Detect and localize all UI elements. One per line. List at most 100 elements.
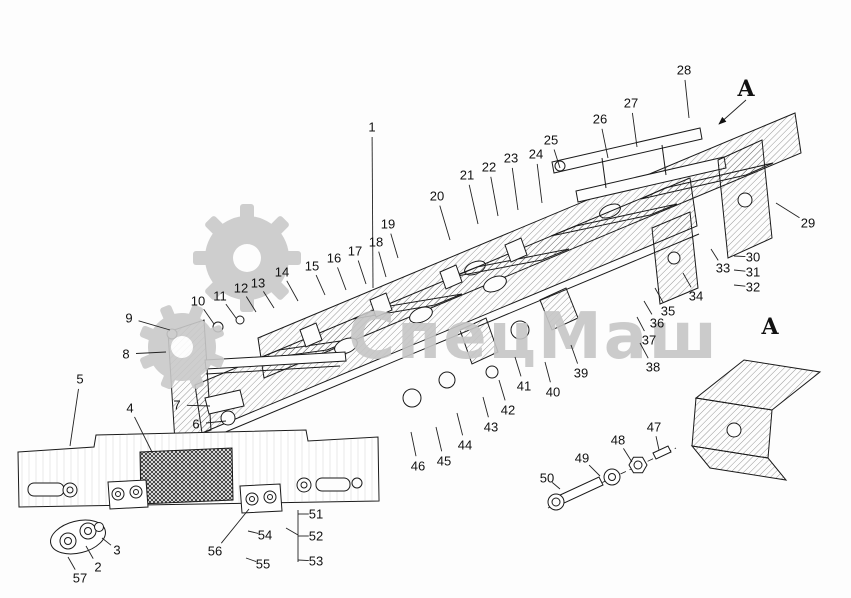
leader-line-27 (631, 112, 638, 148)
leader-line-50 (551, 482, 561, 490)
leader-line-5 (69, 388, 79, 447)
bumper-assembly (17, 429, 380, 555)
leader-line-26 (601, 128, 609, 159)
leader-line-49 (588, 464, 601, 477)
watermark-text: СпецМаш (348, 300, 719, 374)
leader-line-24 (536, 163, 543, 204)
callout-8: 8 (122, 346, 130, 362)
leader-line-18 (378, 251, 387, 278)
callout-52: 52 (308, 528, 324, 544)
gear-icon-small (139, 304, 225, 390)
callout-17: 17 (347, 243, 363, 259)
callout-19: 19 (380, 216, 396, 232)
callout-45: 45 (436, 453, 452, 469)
callout-5: 5 (76, 371, 84, 387)
callout-14: 14 (274, 264, 290, 280)
leader-line-53 (297, 559, 309, 562)
rear-crossmember (551, 127, 703, 174)
leader-line-54 (247, 530, 259, 534)
tow-bracket (204, 389, 245, 415)
leader-line-11 (225, 303, 237, 319)
callout-20: 20 (429, 188, 445, 204)
pin (652, 445, 672, 460)
callout-12: 12 (233, 280, 249, 296)
callout-27: 27 (623, 95, 639, 111)
leader-line-43 (482, 396, 489, 418)
callout-24: 24 (528, 146, 544, 162)
leader-line-14 (286, 280, 299, 302)
callout-31: 31 (745, 264, 761, 280)
view-a-arrow (718, 99, 747, 125)
callout-16: 16 (326, 250, 342, 266)
leader-line-35 (654, 287, 664, 303)
callout-21: 21 (459, 167, 475, 183)
callout-57: 57 (72, 570, 88, 586)
leader-line-23 (511, 167, 519, 211)
callout-56: 56 (207, 543, 223, 559)
callout-44: 44 (457, 437, 473, 453)
callout-33: 33 (715, 260, 731, 276)
callout-50: 50 (539, 470, 555, 486)
callout-4: 4 (126, 400, 134, 416)
leader-line-31 (733, 269, 746, 272)
callout-55: 55 (255, 556, 271, 572)
leader-line-13 (263, 291, 275, 309)
leader-line-28 (684, 79, 690, 119)
callout-51: 51 (308, 506, 324, 522)
leader-line-41 (514, 356, 522, 377)
callout-34: 34 (688, 288, 704, 304)
leader-line-56 (220, 508, 250, 544)
callout-43: 43 (483, 419, 499, 435)
leader-line-55 (245, 557, 257, 563)
callout-23: 23 (503, 150, 519, 166)
spring-bracket (459, 317, 499, 365)
callout-3: 3 (113, 542, 121, 558)
leader-line-15 (315, 274, 326, 296)
leader-line-21 (468, 184, 479, 225)
leader-line-25 (553, 149, 561, 169)
callout-41: 41 (516, 378, 532, 394)
callout-11: 11 (213, 288, 227, 304)
leader-line-37 (636, 316, 645, 332)
callout-10: 10 (190, 293, 206, 309)
leader-line-42 (498, 379, 506, 401)
callout-26: 26 (592, 111, 608, 127)
callout-15: 15 (304, 258, 320, 274)
callout-9: 9 (125, 310, 133, 326)
rail-bracket (504, 237, 528, 263)
leader-line-7 (186, 404, 211, 407)
leader-line-19 (390, 233, 399, 259)
leader-line-17 (357, 260, 367, 285)
callout-32: 32 (745, 279, 761, 295)
leader-line-12 (245, 296, 257, 313)
detail-bracket-view-a (690, 359, 822, 481)
leader-line-3 (101, 537, 112, 546)
bolt-assembly (547, 445, 677, 511)
leader-line-46 (410, 431, 417, 457)
callout-25: 25 (543, 132, 559, 148)
leader-line-39 (570, 344, 579, 364)
callout-47: 47 (646, 419, 662, 435)
leader-line-10 (203, 308, 215, 325)
leader-line-6 (205, 420, 227, 424)
spring-bracket (539, 287, 579, 331)
leader-line-20 (439, 205, 451, 241)
rail-bracket (369, 292, 393, 318)
leader-line-22 (490, 176, 499, 217)
callout-18: 18 (368, 234, 384, 250)
leader-line-1 (371, 136, 374, 289)
callout-13: 13 (250, 275, 266, 291)
leader-line-45 (435, 426, 443, 452)
callout-6: 6 (192, 416, 200, 432)
leader-line-30 (733, 255, 746, 258)
callout-46: 46 (410, 458, 426, 474)
leader-line-16 (337, 267, 347, 291)
bumper-slot-right (315, 477, 351, 492)
leader-line-34 (682, 272, 692, 288)
callout-48: 48 (610, 432, 626, 448)
callout-7: 7 (173, 397, 181, 413)
leader-line-8 (135, 351, 167, 354)
